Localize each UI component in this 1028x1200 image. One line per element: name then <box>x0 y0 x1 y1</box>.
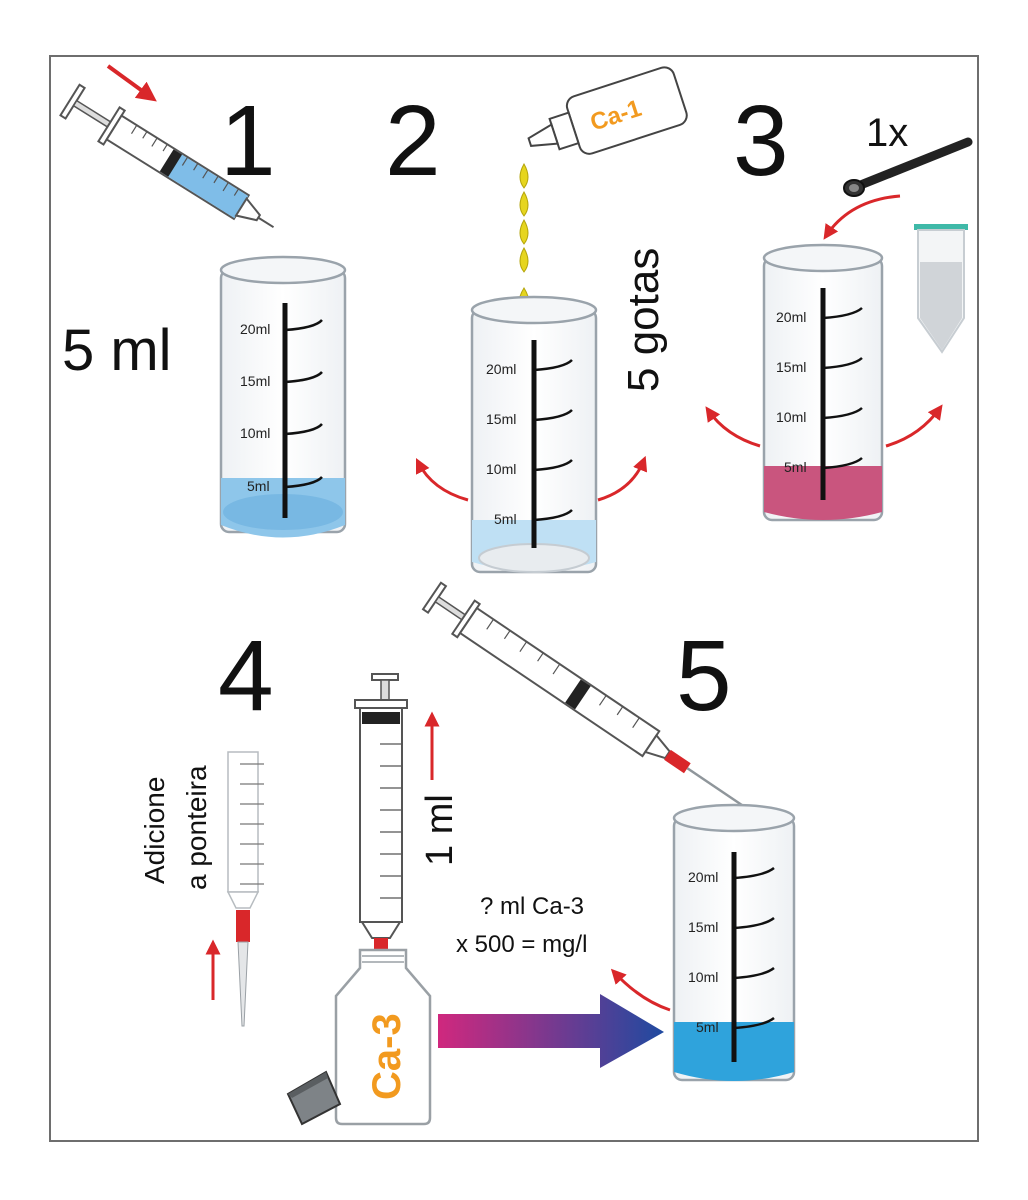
mark-15ml: 15ml <box>688 919 718 935</box>
mark-20ml: 20ml <box>688 869 718 885</box>
push-arrow <box>106 64 157 102</box>
small-syringe-with-tip-icon <box>226 751 264 1027</box>
mark-15ml: 15ml <box>486 411 516 427</box>
mark-10ml: 10ml <box>240 425 270 441</box>
instruction-line-1: Adicione <box>139 777 170 884</box>
step-2: 2 5 gotas Ca-1 20ml <box>385 66 688 574</box>
step-1: 1 5 ml <box>59 64 347 538</box>
mark-5ml: 5ml <box>247 478 270 494</box>
reagent-tube-icon <box>914 224 968 354</box>
step-4: 4 Adicione a ponteira <box>139 620 461 1126</box>
ca1-dropper-bottle-icon: Ca-1 <box>527 66 688 155</box>
formula-line-1: ? ml Ca-3 <box>480 893 584 920</box>
step-2-number: 2 <box>385 85 441 197</box>
formula-line-2: x 500 = mg/l <box>456 931 587 958</box>
ca3-reagent-bottle-icon: Ca-3 <box>334 948 432 1126</box>
times-label: 1x <box>866 111 908 155</box>
swirl-left-arrow <box>415 457 469 502</box>
measuring-cylinder-5: 20ml 15ml 10ml 5ml <box>672 803 796 1082</box>
step-3-number: 3 <box>733 85 789 197</box>
mark-20ml: 20ml <box>776 309 806 325</box>
mark-20ml: 20ml <box>486 361 516 377</box>
mark-5ml: 5ml <box>696 1019 719 1035</box>
step-1-number: 1 <box>220 85 276 197</box>
dosing-syringe-icon <box>354 673 408 950</box>
ca3-bottle-label: Ca-3 <box>365 1013 409 1100</box>
swirl-left-arrow <box>705 406 761 448</box>
step-5-number: 5 <box>676 620 732 732</box>
swirl-right-arrow <box>885 404 943 448</box>
transfer-arrow <box>438 994 664 1068</box>
measuring-spoon-icon <box>843 137 973 197</box>
step-5: 5 ? ml Ca-3 x 500 = mg/l <box>421 581 796 1082</box>
swirl-right-arrow <box>597 455 648 502</box>
mark-10ml: 10ml <box>486 461 516 477</box>
mark-15ml: 15ml <box>776 359 806 375</box>
step-4-number: 4 <box>218 620 274 732</box>
mark-5ml: 5ml <box>784 459 807 475</box>
bottle-cap-icon <box>286 1070 342 1126</box>
step-3: 3 1x 20ml 15ml 10ml 5ml <box>705 85 973 522</box>
add-powder-arrow <box>823 194 901 240</box>
measuring-cylinder-3: 20ml 15ml 10ml 5ml <box>762 243 884 522</box>
syringe-volume-label: 1 ml <box>419 794 461 866</box>
drops <box>518 162 530 317</box>
mark-15ml: 15ml <box>240 373 270 389</box>
syringe-icon <box>59 83 275 229</box>
measuring-cylinder-1: 20ml 15ml 10ml 5ml <box>219 255 347 538</box>
drops-label: 5 gotas <box>619 248 668 392</box>
step-1-volume-label: 5 ml <box>62 318 172 383</box>
mark-10ml: 10ml <box>688 969 718 985</box>
mark-10ml: 10ml <box>776 409 806 425</box>
mark-20ml: 20ml <box>240 321 270 337</box>
measuring-cylinder-2: 20ml 15ml 10ml 5ml <box>470 295 598 574</box>
mark-5ml: 5ml <box>494 511 517 527</box>
titration-syringe-icon <box>421 581 748 810</box>
instruction-line-2: a ponteira <box>181 765 212 890</box>
swirl-arrow <box>610 968 671 1012</box>
